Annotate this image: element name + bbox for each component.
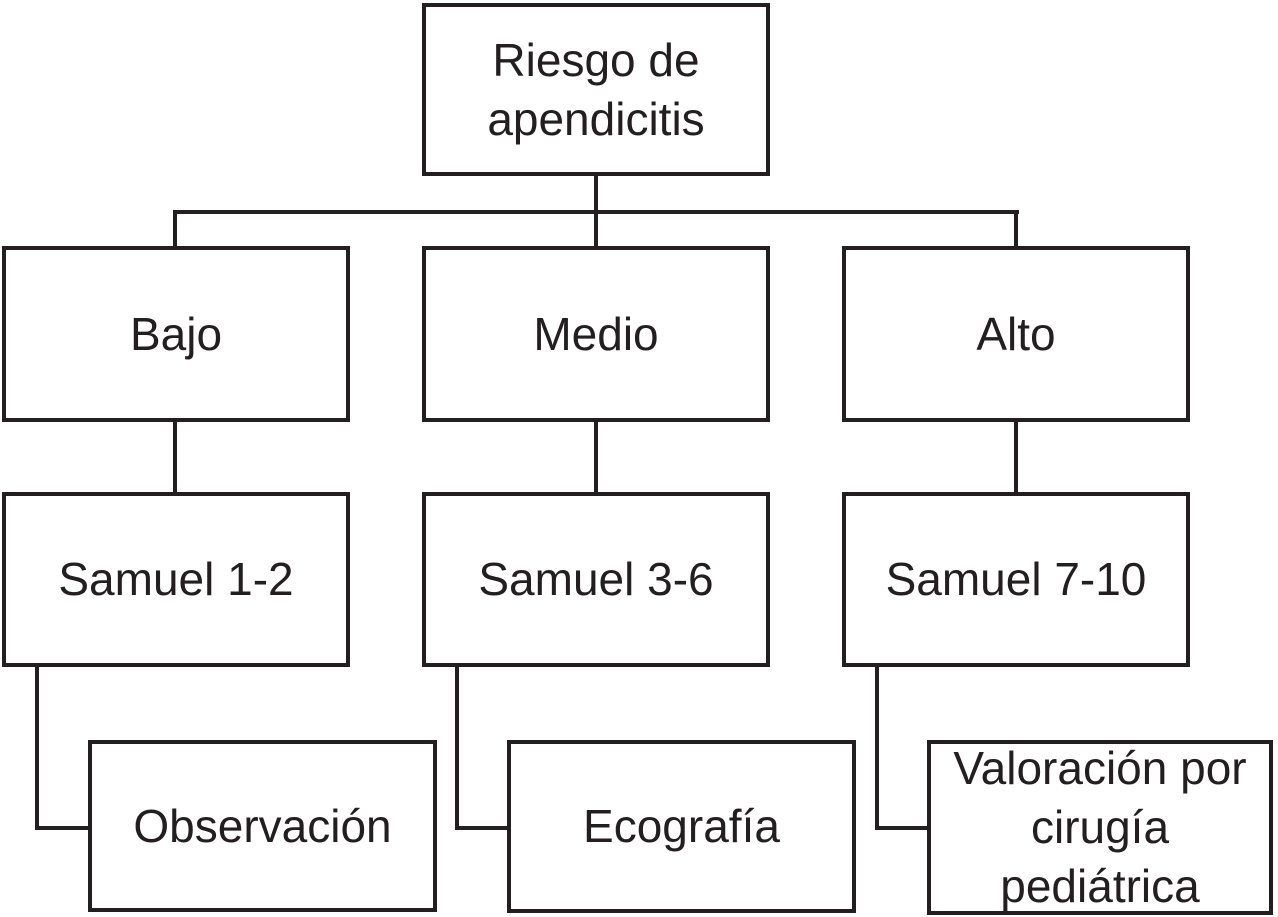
node-risk-alto: Alto xyxy=(842,246,1190,422)
node-score-samuel-7-10: Samuel 7-10 xyxy=(842,492,1190,667)
node-risk-medio: Medio xyxy=(422,246,770,422)
connector-medio-to-samuel-3-6 xyxy=(594,422,598,492)
connector-samuel-7-10-elbow-vertical xyxy=(875,667,879,830)
connector-distribution-bar xyxy=(173,210,1019,214)
node-risk-bajo: Bajo xyxy=(2,246,350,422)
connector-bajo-to-samuel-1-2 xyxy=(173,422,177,492)
connector-samuel-7-10-elbow-horizontal xyxy=(875,826,931,830)
connector-bar-to-bajo xyxy=(173,210,177,246)
node-action-observacion: Observación xyxy=(88,740,437,912)
node-action-valoracion-cirugia-pediatrica: Valoración por cirugía pediátrica xyxy=(927,740,1273,915)
node-action-ecografia: Ecografía xyxy=(507,740,856,913)
connector-bar-to-alto xyxy=(1014,210,1018,248)
connector-samuel-1-2-elbow-horizontal xyxy=(35,826,92,830)
node-score-samuel-1-2: Samuel 1-2 xyxy=(2,492,350,667)
node-riesgo-de-apendicitis: Riesgo de apendicitis xyxy=(422,3,770,176)
connector-alto-to-samuel-7-10 xyxy=(1014,422,1018,492)
connector-samuel-3-6-elbow-horizontal xyxy=(455,826,511,830)
node-score-samuel-3-6: Samuel 3-6 xyxy=(422,492,770,667)
connector-samuel-1-2-elbow-vertical xyxy=(35,667,39,830)
connector-samuel-3-6-elbow-vertical xyxy=(455,667,459,830)
